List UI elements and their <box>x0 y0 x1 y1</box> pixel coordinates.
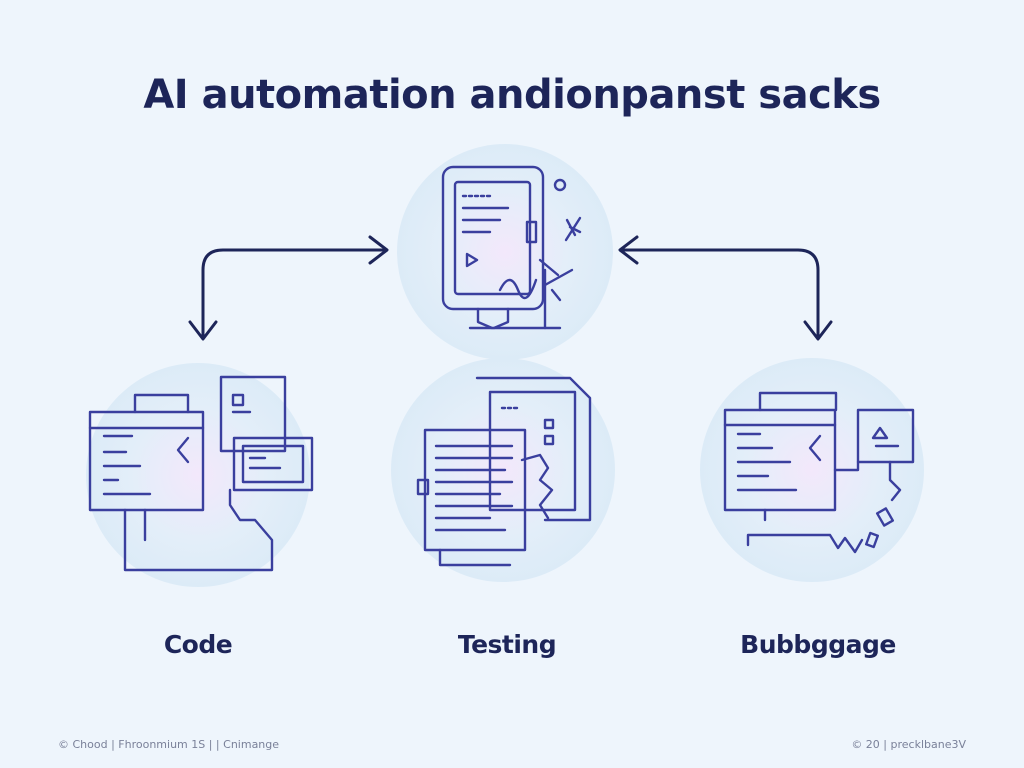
arrowhead-right-icon <box>368 235 389 265</box>
debug-window-icon <box>723 391 915 554</box>
arrow-left-connector <box>201 248 387 337</box>
footer-left-text: © Chood | Fhroonmium 1S | | Cnimange <box>58 738 280 751</box>
code-node-circle <box>86 363 310 587</box>
page-title: AI automation andionpanst sacks <box>143 72 881 118</box>
top-node-circle <box>397 144 613 360</box>
arrowhead-down-right-icon <box>803 320 833 341</box>
node-label-testing: Testing <box>457 630 557 659</box>
arrow-right-connector <box>620 248 820 337</box>
arrowhead-down-icon <box>188 320 218 341</box>
node-label-debug: Bubbggage <box>740 630 896 659</box>
arrowhead-left-icon <box>618 235 639 265</box>
debug-node-circle <box>700 358 924 582</box>
node-label-code: Code <box>163 630 233 659</box>
testing-documents-icon <box>416 376 592 567</box>
tablet-device-icon <box>441 165 582 330</box>
footer-right-text: © 20 | precklbane3V <box>851 738 966 751</box>
code-windows-icon <box>88 375 314 572</box>
